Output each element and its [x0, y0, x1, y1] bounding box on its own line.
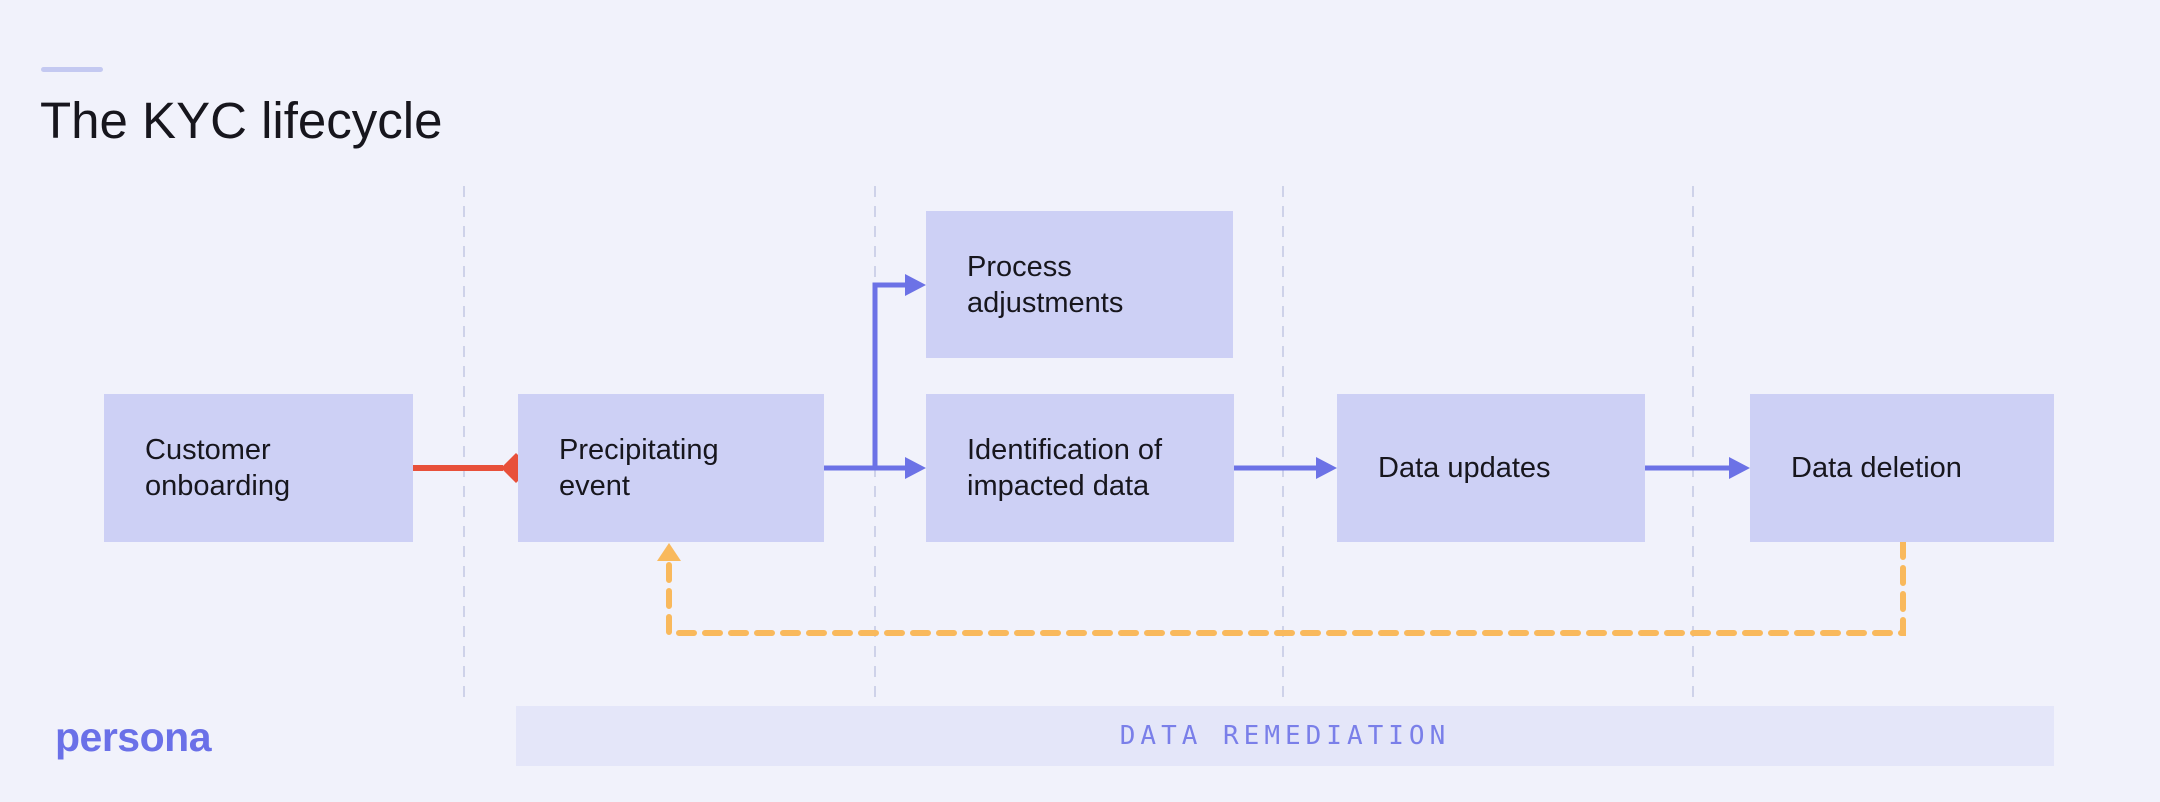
persona-logo: persona	[55, 714, 212, 760]
node-label: Precipitating event	[559, 434, 719, 502]
node-label: Process adjustments	[967, 250, 1124, 319]
triangle-arrowhead-icon	[1316, 457, 1337, 479]
triangle-arrowhead-icon	[905, 457, 926, 479]
triangle-arrowhead-icon	[905, 274, 926, 296]
node-label: Identification of impacted data	[967, 434, 1163, 502]
triangle-arrowhead-icon	[1729, 457, 1750, 479]
node-customer-onboarding: Customer onboarding	[104, 394, 413, 542]
node-data-deletion: Data deletion	[1750, 394, 2054, 542]
node-process-adjustments: Process adjustments	[926, 211, 1233, 358]
page-title: The KYC lifecycle	[40, 92, 443, 149]
connector-onboarding-to-event	[413, 453, 531, 483]
title-accent-bar	[41, 67, 103, 72]
connector-identification-to-updates	[1234, 457, 1337, 479]
triangle-arrowhead-icon	[657, 543, 681, 561]
connector-updates-to-deletion	[1645, 457, 1750, 479]
banner-label: DATA REMEDIATION	[1119, 721, 1451, 751]
node-precipitating-event: Precipitating event	[518, 394, 824, 542]
node-identification-of-impacted-data: Identification of impacted data	[926, 394, 1234, 542]
node-label: Customer onboarding	[145, 434, 291, 502]
node-data-updates: Data updates	[1337, 394, 1645, 542]
connector-remediation-feedback	[657, 539, 1906, 636]
data-remediation-banner: DATA REMEDIATION	[516, 706, 2054, 766]
node-label: Data deletion	[1791, 452, 1962, 484]
connector-event-to-identification	[824, 457, 926, 479]
connector-event-to-process-adjustments	[872, 274, 926, 468]
node-label: Data updates	[1378, 452, 1551, 484]
